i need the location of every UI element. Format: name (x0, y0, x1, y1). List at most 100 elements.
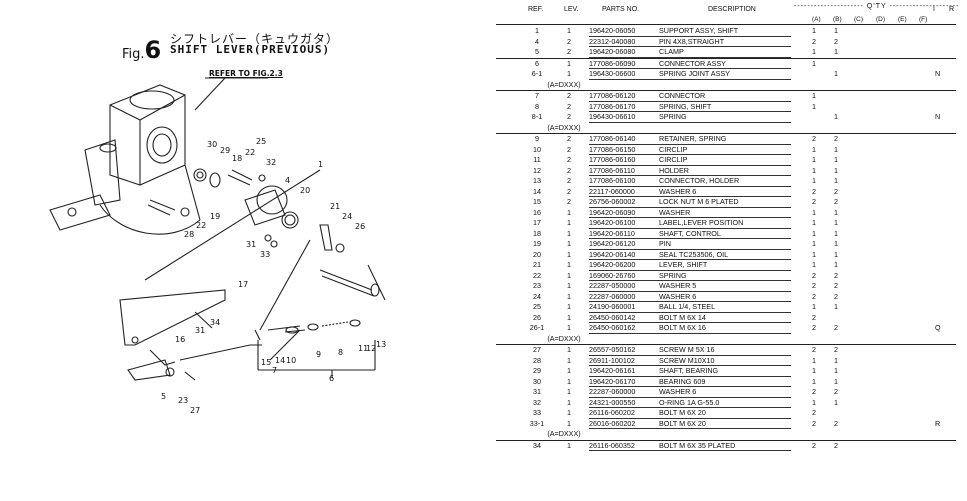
cell-ref: 4 (535, 36, 539, 46)
cell-a: 2 (812, 323, 816, 332)
cell-pn: 196420-06200 (589, 260, 636, 269)
cell-lev: 2 (567, 91, 571, 100)
callout-11: 11 (358, 344, 369, 353)
cell-lev: 1 (567, 239, 571, 248)
cell-b: 1 (834, 26, 838, 35)
header-rule (496, 24, 956, 25)
cell-desc: BALL 1/4, STEEL (659, 302, 716, 311)
cell-ref: 26 (533, 312, 541, 322)
callout-12: 12 (366, 344, 377, 353)
cell-a: 1 (812, 144, 816, 154)
row-underline (589, 185, 791, 187)
row-underline (589, 196, 791, 197)
cell-ref: 17 (533, 218, 541, 227)
cell-desc: SPRING (659, 112, 687, 121)
table-row: (A=DXXX) (496, 80, 956, 91)
row-underline (589, 56, 791, 58)
cell-lev: 2 (567, 186, 571, 196)
row-underline (589, 227, 791, 229)
cell-ref: 31 (533, 387, 541, 396)
callout-32: 32 (266, 158, 277, 167)
cell-pn: 196420-06110 (589, 228, 635, 238)
cell-pn: 24321-000550 (589, 397, 636, 407)
cell-ref: 33 (533, 408, 541, 417)
cell-a: 2 (812, 312, 816, 322)
cell-lev: 1 (567, 270, 571, 280)
callout-6: 6 (329, 374, 335, 383)
callout-25: 25 (256, 137, 267, 146)
cell-desc: RETAINER, SPRING (659, 134, 727, 143)
row-underline (589, 365, 791, 366)
callout-4: 4 (285, 176, 291, 185)
cell-desc: BEARING 609 (659, 376, 706, 386)
cell-ref: 23 (533, 281, 541, 290)
cell-b: 1 (834, 112, 838, 121)
cell-lev: 1 (567, 397, 571, 407)
cell-b: 1 (834, 218, 838, 227)
callout-28: 28 (184, 230, 195, 239)
cell-desc: SUPPORT ASSY, SHIFT (659, 26, 739, 35)
cell-ref: 28 (533, 355, 541, 365)
callout-23: 23 (178, 396, 189, 405)
cell-pn: 26450-060162 (589, 323, 636, 332)
cell-pn: 196430-06600 (589, 69, 636, 78)
cell-a: 1 (812, 165, 816, 175)
cell-a: 2 (812, 134, 816, 143)
cell-desc: SPRING, SHIFT (659, 101, 712, 111)
callout-5: 5 (161, 392, 167, 401)
cell-pn: 196430-06610 (589, 112, 636, 121)
callout-24: 24 (342, 212, 353, 221)
cell-desc: WASHER 6 (659, 387, 697, 396)
cell-b: 1 (834, 302, 838, 311)
cell-a: 1 (812, 176, 816, 185)
cell-ref: 24 (533, 291, 541, 301)
cell-a: 2 (812, 270, 816, 280)
cell-lev: 1 (567, 312, 571, 322)
cell-a: 1 (812, 397, 816, 407)
cell-lev: 1 (567, 440, 571, 450)
cell-ref: 6 (535, 58, 539, 68)
row-underline (589, 269, 791, 271)
qty-col-a: (A) (812, 16, 821, 23)
cell-a: 2 (812, 440, 816, 450)
cell-b: 1 (834, 249, 838, 259)
cell-b: 2 (834, 270, 838, 280)
cell-pn: 196420-06140 (589, 249, 636, 259)
row-underline (589, 332, 791, 334)
cell-lev: 1 (567, 281, 571, 290)
cell-desc: O-RING 1A G-55.0 (659, 397, 720, 407)
row-underline (589, 301, 791, 302)
cell-ref: 15 (533, 197, 541, 206)
callout-22: 22 (245, 148, 256, 157)
row-underline (589, 206, 791, 208)
cell-b: 2 (834, 36, 838, 46)
diagram-drawing (49, 77, 386, 381)
row-underline (589, 428, 791, 429)
cell-b: 2 (834, 440, 838, 450)
row-underline (589, 375, 791, 377)
callout-33: 33 (260, 250, 271, 259)
cell-desc: HOLDER (659, 165, 689, 175)
cell-ref: 16 (533, 207, 541, 217)
cell-ref: 33-1 (529, 418, 545, 428)
cell-b: 1 (834, 228, 838, 238)
cell-lev: 1 (567, 323, 571, 332)
cell-pn: 22287-060000 (589, 387, 636, 396)
cell-lev: 2 (567, 155, 571, 164)
cell-b: 1 (834, 376, 838, 386)
cell-b: 1 (834, 397, 838, 407)
cell-desc: WASHER (659, 207, 691, 217)
cell-desc: CONNECTOR ASSY (659, 58, 726, 68)
cell-a: 1 (812, 101, 816, 111)
cell-lev: (A=DXXX) (547, 122, 581, 132)
cell-lev: 1 (567, 218, 571, 227)
qty-col-d: (D) (876, 16, 886, 23)
cell-lev: 2 (567, 197, 571, 206)
cell-b: 1 (834, 355, 838, 365)
cell-desc: LOCK NUT M 6 PLATED (659, 197, 739, 206)
